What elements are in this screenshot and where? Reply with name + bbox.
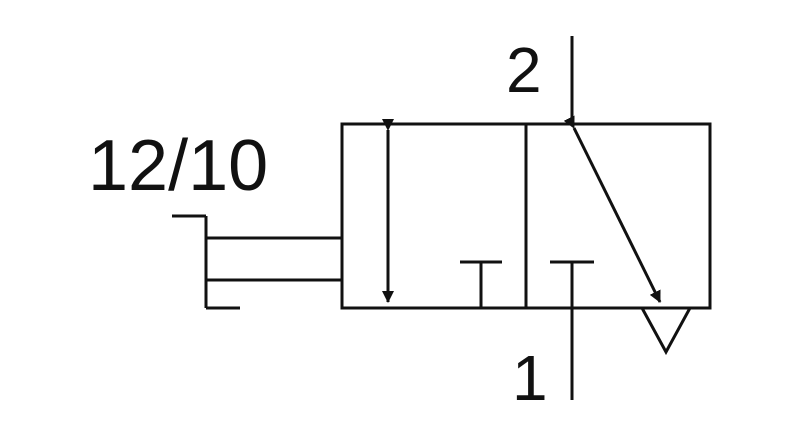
blocked-port-symbol-left — [460, 260, 502, 308]
actuator-symbol — [172, 214, 342, 310]
port-label-outlet: 2 — [506, 34, 542, 106]
port-label-pilot: 12/10 — [88, 126, 268, 206]
port-label-inlet: 1 — [512, 342, 548, 414]
blocked-port-symbol-right — [550, 260, 594, 308]
flow-arrow-diagonal — [563, 115, 662, 303]
exhaust-triangle — [639, 306, 693, 356]
